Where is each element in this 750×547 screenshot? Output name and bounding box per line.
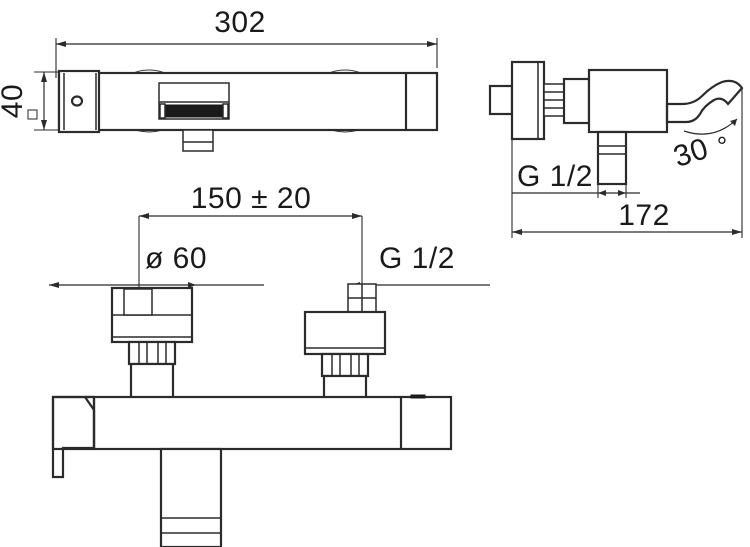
dimension-172 [511,175,743,238]
dimension-label-30deg: 30 [670,132,713,174]
dimension-diameter-60 [49,282,264,288]
thread-label-side-view: G 1/2 [517,160,593,193]
top-view-group: 302 40 [0,6,439,152]
front-view-group: 150 ± 20 ø 60 G 1/2 [49,182,490,547]
left-valve-stem [129,362,175,401]
side-view-wall-flange [510,60,546,141]
thread-label-front-view: G 1/2 [379,242,455,275]
top-view-lever-dark-band [162,104,226,118]
left-valve-neck [127,340,177,366]
top-view-spout-stub [182,129,214,152]
dimension-label-40: 40 [0,84,29,118]
side-view-outlet-stub [596,130,628,186]
left-valve-nut-overlay [123,288,153,316]
right-valve-escutcheon [303,310,387,356]
dimension-label-150pm20: 150 ± 20 [191,182,312,215]
dimension-g12-side [511,139,640,198]
top-view-lever-tab-left [159,103,166,119]
side-view-group: 30 ° G 1/2 172 [488,60,744,238]
right-valve-stem [322,374,368,401]
front-view-body [51,395,453,451]
right-valve-neck [320,352,370,378]
front-view-left-valve [110,286,194,401]
square-symbol-icon [27,109,38,120]
top-view-left-cap [57,69,101,134]
dimension-40 [34,71,62,131]
dimension-302 [55,38,438,78]
top-view-lever-tab-right [222,103,229,119]
top-view-body [57,71,439,132]
side-view-body [587,68,669,134]
front-view-spout [159,447,223,547]
side-view-spout-nose [665,79,744,124]
front-view-body-top-mark [410,394,426,399]
front-view-right-valve [303,283,387,401]
dimension-label-172: 172 [618,199,670,232]
angle-arc-arrowhead [730,119,737,126]
top-view-screw-hole [70,95,84,107]
side-view-inlet-nipple [488,84,514,116]
dimension-label-302: 302 [214,6,266,39]
side-view-collar [562,77,591,125]
dimension-label-30deg-unit: ° [717,131,727,161]
dimension-label-diameter-60: ø 60 [145,242,207,275]
